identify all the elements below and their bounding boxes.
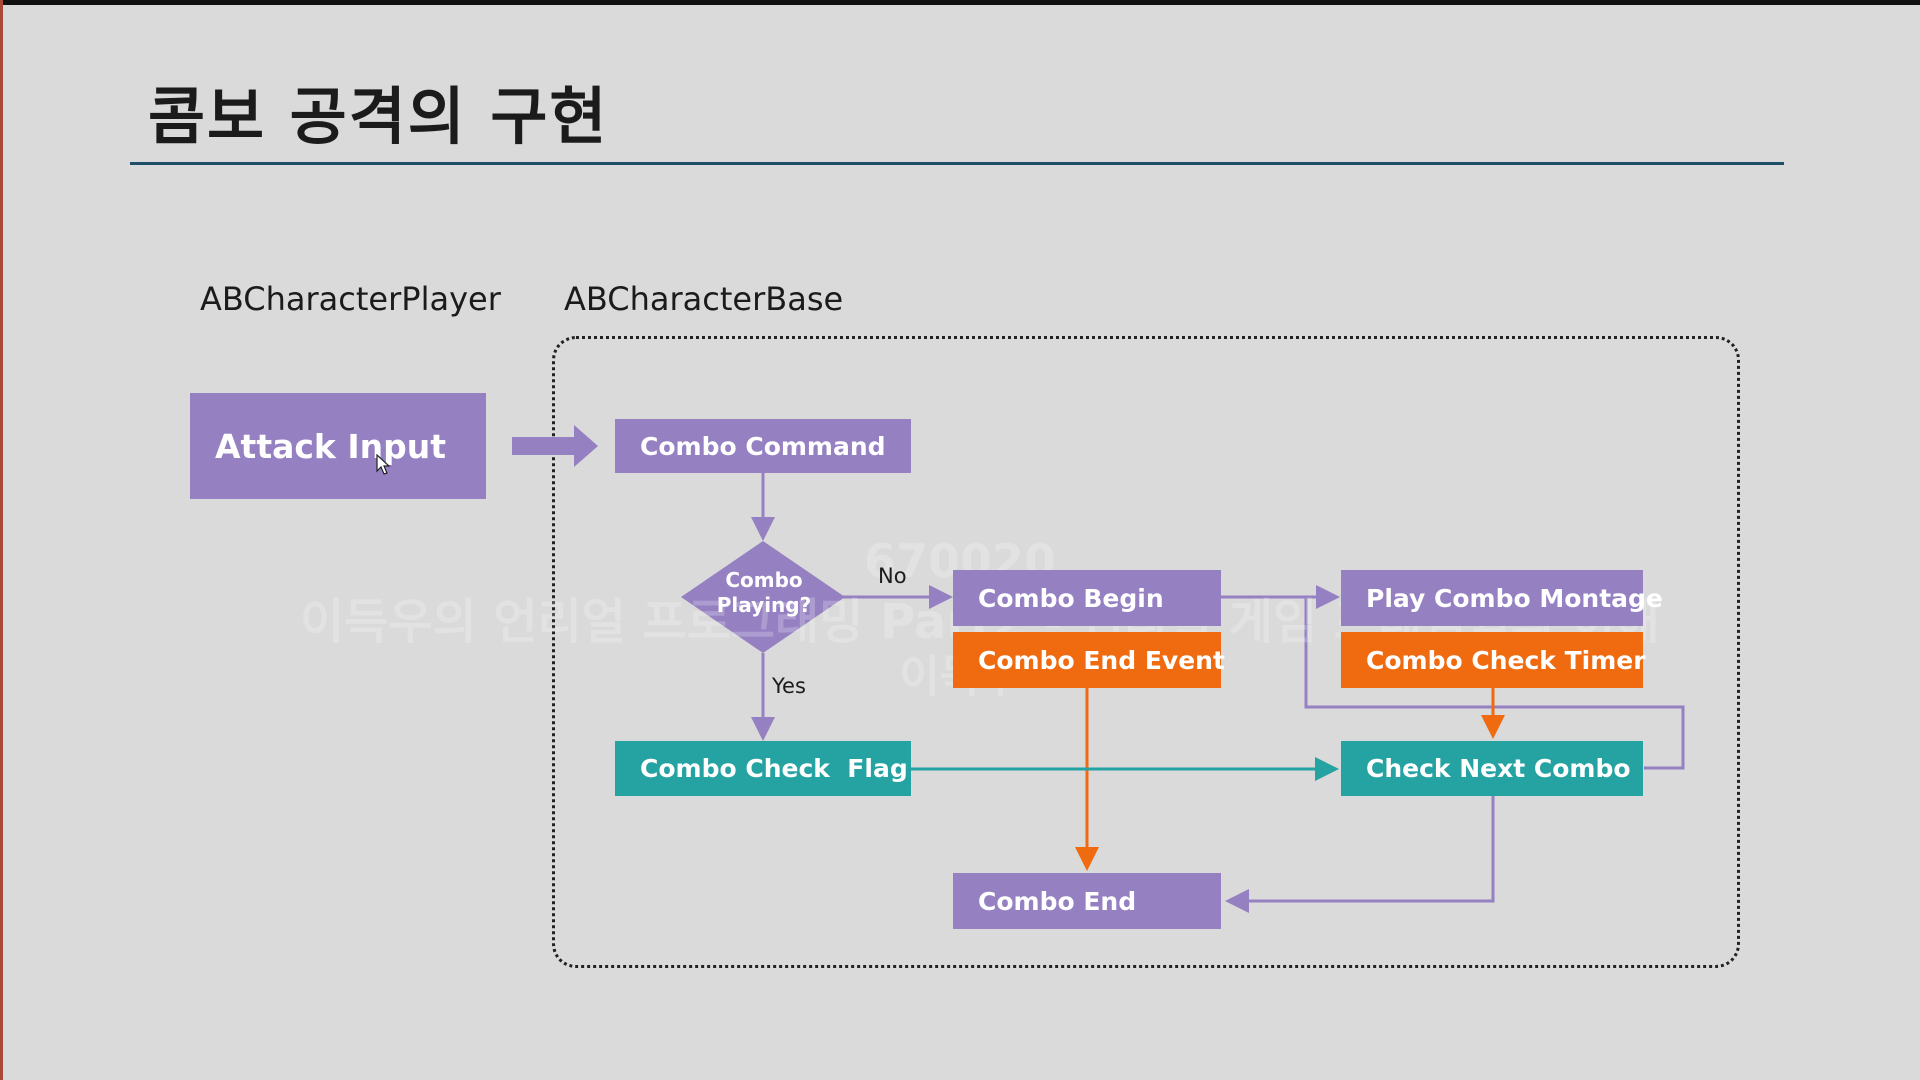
attack-input-label: Attack Input	[215, 426, 447, 466]
check-next-combo-node: Check Next Combo	[1341, 741, 1643, 796]
character-base-container	[552, 336, 1740, 968]
title-divider	[130, 162, 1784, 165]
section-label-base: ABCharacterBase	[564, 280, 844, 318]
edge-label-no: No	[878, 564, 907, 588]
arrow-check-to-end	[1225, 796, 1495, 913]
combo-begin-label: Combo Begin	[978, 583, 1164, 613]
mouse-cursor-icon	[376, 454, 391, 475]
edge-label-yes: Yes	[772, 674, 806, 698]
combo-check-flag-label: Combo Check Flag	[640, 754, 908, 783]
combo-check-timer-node: Combo Check Timer	[1341, 632, 1646, 688]
combo-begin-node: Combo Begin	[953, 570, 1221, 626]
combo-playing-diamond	[681, 541, 845, 653]
slide-title: 콤보 공격의 구현	[148, 80, 609, 153]
play-combo-montage-label: Play Combo Montage	[1366, 583, 1663, 613]
section-label-player: ABCharacterPlayer	[200, 280, 501, 318]
top-border	[0, 0, 1920, 5]
combo-command-node: Combo Command	[615, 419, 911, 473]
attack-input-node: Attack Input	[190, 393, 486, 499]
combo-end-node: Combo End	[953, 873, 1221, 929]
arrow-loop-next-combo	[1304, 597, 1685, 770]
arrow-attack-to-command	[512, 425, 598, 467]
left-border	[0, 0, 3, 1080]
combo-check-timer-label: Combo Check Timer	[1366, 645, 1646, 675]
combo-command-label: Combo Command	[640, 431, 886, 461]
play-combo-montage-node: Play Combo Montage	[1341, 570, 1663, 626]
combo-end-event-node: Combo End Event	[953, 632, 1225, 688]
combo-check-flag-node: Combo Check Flag	[615, 741, 911, 796]
check-next-combo-label: Check Next Combo	[1366, 754, 1631, 783]
combo-end-label: Combo End	[978, 886, 1137, 916]
combo-end-event-label: Combo End Event	[978, 645, 1225, 675]
